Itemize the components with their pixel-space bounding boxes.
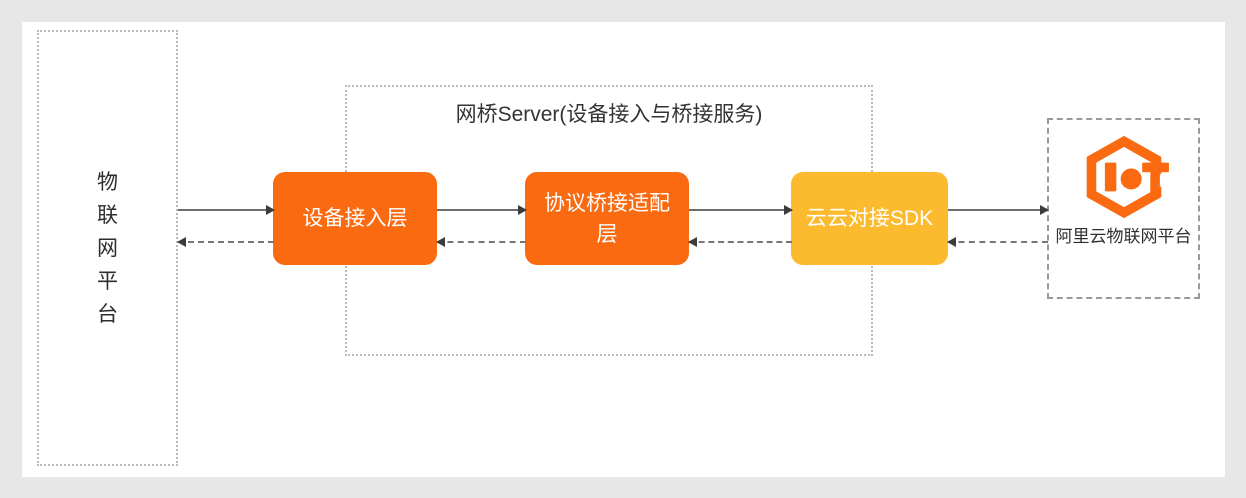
arrow-head-right-icon: [1040, 205, 1049, 215]
box-protocol-bridge-adapter-layer[interactable]: 协议桥接适配层: [525, 172, 689, 265]
connector-line: [178, 209, 274, 211]
arrow-head-right-icon: [784, 205, 793, 215]
connector-line: [948, 241, 1048, 243]
connector-line: [178, 241, 274, 243]
connector-line: [689, 241, 792, 243]
connector-line: [689, 209, 792, 211]
iot-hexagon-logo-icon: [1086, 135, 1169, 219]
return-connector-cloud-sdk-to-protocol-bridge: [688, 237, 792, 247]
arrow-head-left-icon: [177, 237, 186, 247]
connector-line: [948, 209, 1048, 211]
box-device-access-layer-label: 设备接入层: [302, 207, 408, 230]
arrow-head-right-icon: [518, 205, 527, 215]
bridge-server-title: 网桥Server(设备接入与桥接服务): [455, 103, 763, 126]
connector-cloud-sdk-to-alicloud: [948, 205, 1049, 215]
arrow-head-left-icon: [688, 237, 697, 247]
connector-line: [437, 209, 526, 211]
box-device-access-layer[interactable]: 设备接入层: [273, 172, 437, 265]
connector-platform-to-device-access: [178, 205, 275, 215]
left-iot-platform-box: 物联网平台: [37, 30, 178, 466]
return-connector-alicloud-to-cloud-sdk: [947, 237, 1048, 247]
return-connector-device-access-to-platform: [177, 237, 274, 247]
left-iot-platform-label-wrap: 物联网平台: [39, 32, 176, 464]
alicloud-iot-platform-label: 阿里云物联网平台: [1055, 227, 1192, 246]
arrow-head-right-icon: [266, 205, 275, 215]
return-connector-protocol-bridge-to-device-access: [436, 237, 526, 247]
arrow-head-left-icon: [436, 237, 445, 247]
alicloud-iot-platform-box: 阿里云物联网平台: [1047, 118, 1200, 299]
arrow-head-left-icon: [947, 237, 956, 247]
box-protocol-bridge-adapter-layer-label: 协议桥接适配层: [544, 191, 670, 246]
box-cloud-to-cloud-sdk-label: 云云对接SDK: [805, 207, 934, 230]
box-cloud-to-cloud-sdk[interactable]: 云云对接SDK: [791, 172, 948, 265]
connector-line: [437, 241, 526, 243]
connector-protocol-bridge-to-cloud-sdk: [689, 205, 793, 215]
left-iot-platform-label: 物联网平台: [97, 170, 118, 326]
connector-device-access-to-protocol-bridge: [437, 205, 527, 215]
